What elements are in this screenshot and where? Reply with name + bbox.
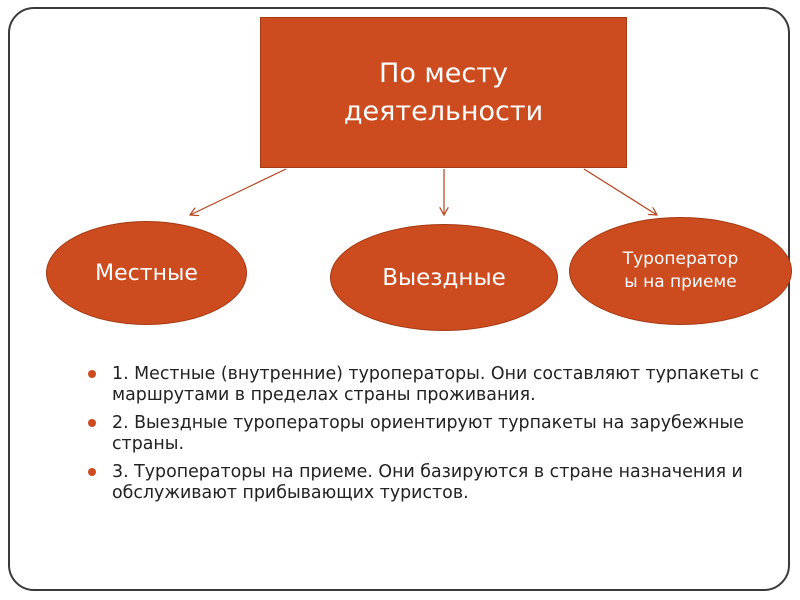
bullet-dot-icon <box>88 419 96 427</box>
list-item: 3. Туроператоры на приеме. Они базируютс… <box>88 462 778 504</box>
list-item-text: 1. Местные (внутренние) туроператоры. Он… <box>112 364 760 405</box>
description-list: 1. Местные (внутренние) туроператоры. Он… <box>88 364 778 511</box>
list-item: 2. Выездные туроператоры ориентируют тур… <box>88 413 778 455</box>
category-local: Местные <box>46 221 247 325</box>
root-category-box: По месту деятельности <box>260 17 627 168</box>
list-item: 1. Местные (внутренние) туроператоры. Он… <box>88 364 778 406</box>
category-inbound: Туроператор ы на приеме <box>569 217 792 325</box>
list-item-text: 3. Туроператоры на приеме. Они базируютс… <box>112 462 743 503</box>
arrow-to-local <box>190 168 287 215</box>
arrow-to-inbound <box>583 168 657 215</box>
bullet-dot-icon <box>88 468 96 476</box>
bullet-dot-icon <box>88 370 96 378</box>
list-item-text: 2. Выездные туроператоры ориентируют тур… <box>112 413 744 454</box>
category-outbound: Выездные <box>330 224 558 331</box>
